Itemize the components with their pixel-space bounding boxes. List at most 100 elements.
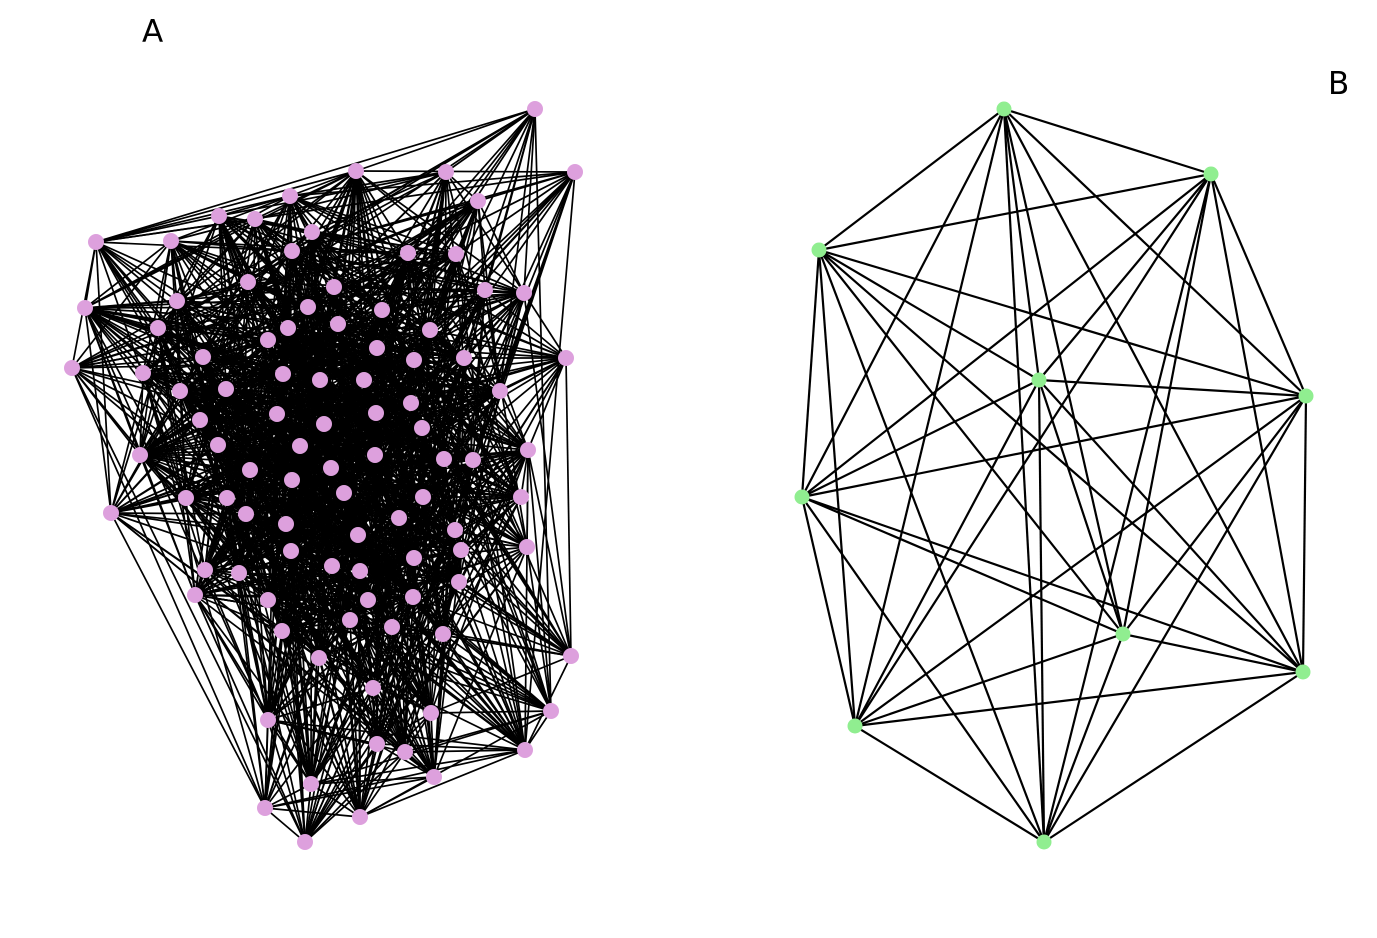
graph-a-node: [520, 442, 536, 458]
graph-a-edge: [110, 512, 247, 515]
graph-a-node: [422, 322, 438, 338]
graph-a-edge: [429, 329, 474, 461]
graph-a-node: [303, 776, 319, 792]
graph-b-edge: [854, 670, 1304, 728]
graph-a-node: [283, 543, 299, 559]
graph-a-edge: [199, 419, 432, 714]
graph-a-edge: [249, 467, 332, 471]
graph-a-edge: [310, 619, 351, 785]
graph-b-edge: [817, 249, 857, 727]
graph-a-node: [64, 360, 80, 376]
graph-a-edge: [410, 402, 529, 451]
graph-a-edge: [310, 783, 361, 818]
graph-a-edge: [287, 323, 339, 329]
graph-a-edge: [185, 419, 201, 499]
graph-b-edge: [1003, 107, 1212, 176]
graph-a-edge: [157, 306, 309, 329]
graph-a-edge: [71, 327, 159, 369]
graph-a-edge: [139, 444, 219, 456]
graph-a-edge: [319, 379, 474, 461]
graph-b-edge: [1043, 671, 1304, 843]
graph-a-edge: [176, 281, 249, 302]
graph-a-edges: [71, 108, 576, 843]
graph-a-edge: [176, 252, 409, 302]
graph-a-edge: [330, 467, 333, 567]
graph-b-edge: [1209, 173, 1305, 673]
graph-a-edge: [267, 626, 393, 721]
graph-a-edge: [372, 687, 435, 778]
graph-a-edge: [330, 449, 529, 469]
graph-a-edge: [376, 712, 432, 745]
graph-a-edge: [110, 512, 266, 809]
graph-a-edge: [249, 379, 321, 471]
graph-a-edge: [204, 565, 333, 571]
graph-a-edge: [331, 565, 414, 598]
graph-a-node: [312, 372, 328, 388]
graph-a-edge: [139, 379, 321, 456]
graph-a-edge: [331, 565, 435, 778]
graph-a-edge: [304, 599, 369, 843]
graph-a-edge: [376, 743, 435, 778]
graph-a-node: [197, 562, 213, 578]
graph-a-node: [231, 565, 247, 581]
graph-a-edge: [454, 529, 552, 712]
graph-a-node: [477, 282, 493, 298]
graph-b-edge: [1122, 395, 1307, 635]
graph-a-node: [238, 506, 254, 522]
graph-a-node: [438, 164, 454, 180]
graph-a-node: [304, 224, 320, 240]
graph-a-node: [374, 302, 390, 318]
graph-a-node: [187, 587, 203, 603]
graph-a-node: [284, 243, 300, 259]
graph-a-edge: [95, 241, 293, 252]
graph-a-edge: [264, 776, 435, 809]
graph-a-node: [135, 365, 151, 381]
graph-a-edge: [472, 459, 526, 751]
graph-a-edge: [139, 419, 201, 456]
graph-b-edge: [818, 108, 1005, 251]
graph-b-edge: [1037, 379, 1125, 635]
graph-b-edge: [1003, 108, 1304, 673]
graph-a-edge: [199, 419, 406, 753]
graph-a-edge: [398, 329, 431, 519]
graph-a-edge: [276, 329, 431, 415]
graph-a-node: [391, 510, 407, 526]
graph-a-edge: [291, 200, 479, 252]
graph-a-edge: [304, 751, 406, 843]
graph-a-edge: [199, 419, 301, 447]
graph-a-node: [336, 485, 352, 501]
graph-a-edge: [527, 357, 567, 451]
graph-a-node: [436, 451, 452, 467]
graph-a-node: [178, 490, 194, 506]
graph-a-edge: [194, 594, 414, 598]
graph-a-edge: [429, 329, 567, 359]
graph-a-edge: [304, 712, 432, 843]
graph-b-edges: [800, 107, 1308, 843]
graph-a-edge: [281, 619, 351, 632]
graph-a-edge: [349, 581, 460, 621]
graph-a-edge: [523, 108, 536, 294]
graph-a-edge: [267, 630, 283, 721]
graph-b-edge: [800, 496, 857, 727]
graph-a-node: [517, 742, 533, 758]
graph-a-node: [369, 340, 385, 356]
graph-a-edge: [319, 379, 460, 583]
graph-a-edge: [264, 379, 321, 809]
graph-a-edge: [194, 594, 312, 785]
graph-a-edge: [289, 195, 567, 359]
graph-a-node: [423, 705, 439, 721]
graph-a-node: [282, 188, 298, 204]
graph-a-edge: [245, 496, 522, 515]
graph-b-nodes: [794, 101, 1314, 850]
graph-a-edge: [249, 469, 526, 751]
graph-b-edge: [801, 394, 1307, 499]
graph-a-edge: [430, 712, 435, 778]
graph-a-edge: [355, 170, 576, 173]
graph-b-edge: [1043, 395, 1307, 843]
graph-a-edge: [194, 594, 283, 632]
graph-a-edge: [110, 469, 251, 514]
graph-a-edge: [71, 367, 181, 392]
graph-b-node: [1203, 166, 1219, 182]
graph-a-edge: [84, 306, 309, 309]
